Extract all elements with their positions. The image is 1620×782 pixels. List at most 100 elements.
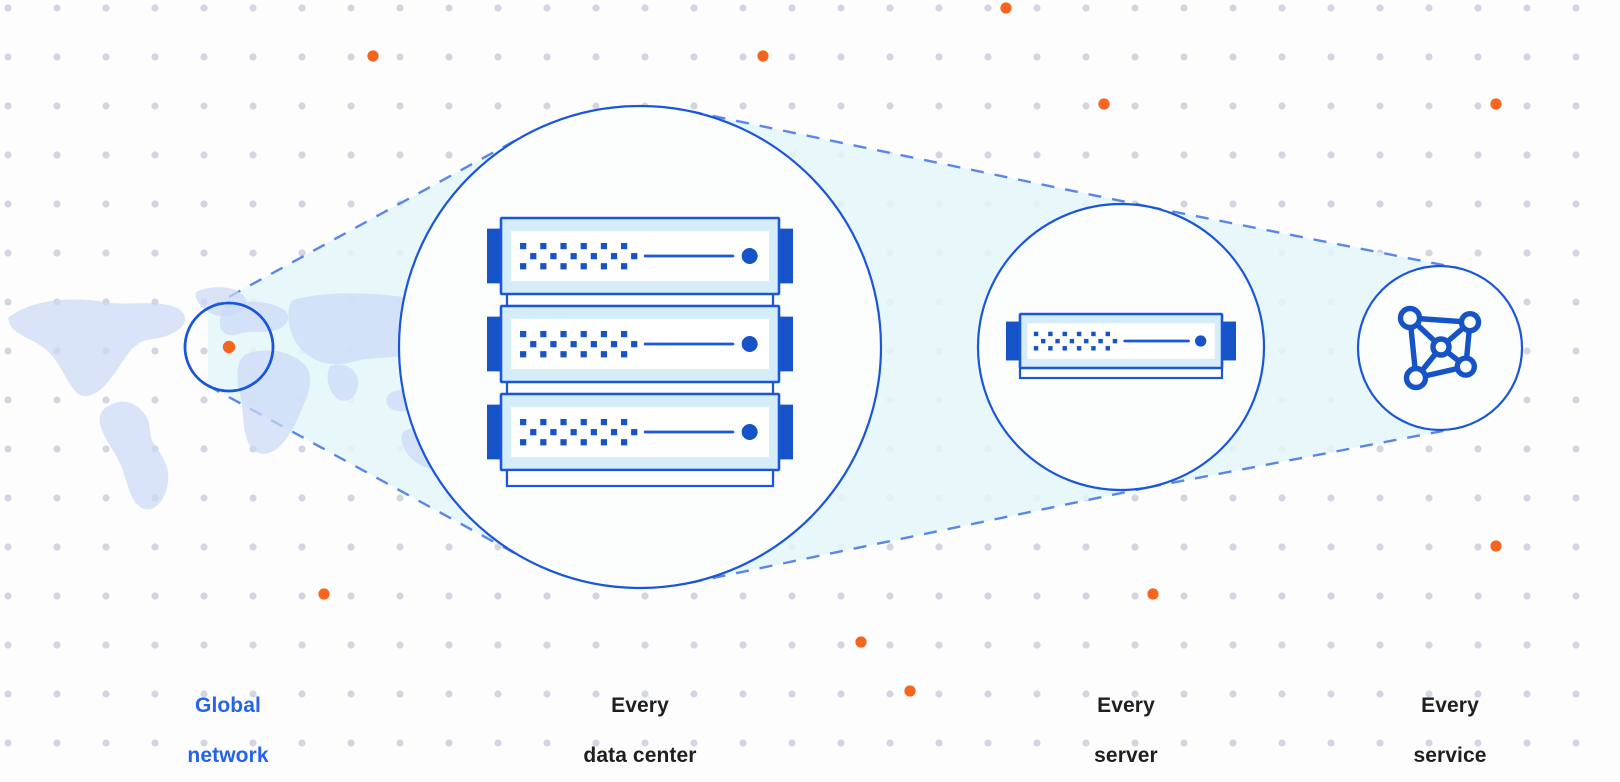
grid-dot xyxy=(1425,445,1433,453)
grid-dot xyxy=(1033,739,1041,747)
rack-unit-1-left-tab xyxy=(487,228,503,284)
grid-dot xyxy=(1082,690,1090,698)
single-server-status-dot xyxy=(1194,335,1207,347)
grid-dot xyxy=(1180,4,1188,12)
grid-dot xyxy=(1278,690,1286,698)
grid-dot xyxy=(494,543,502,551)
grid-dot xyxy=(837,641,845,649)
rack-unit-1-led xyxy=(520,242,527,250)
grid-dot xyxy=(1425,102,1433,110)
grid-dot xyxy=(1523,298,1531,306)
single-server-led xyxy=(1105,331,1110,337)
grid-dot xyxy=(1180,53,1188,61)
map-marker-dot xyxy=(222,340,236,354)
grid-dot xyxy=(1278,592,1286,600)
rack-unit-2-led xyxy=(620,351,628,358)
grid-dot xyxy=(1180,592,1188,600)
highlight-dot xyxy=(757,50,769,62)
grid-dot xyxy=(1327,543,1335,551)
grid-dot xyxy=(1180,690,1188,698)
single-server-led xyxy=(1084,338,1089,344)
grid-dot xyxy=(1376,53,1384,61)
rack-unit-2-left-tab xyxy=(487,316,503,372)
grid-dot xyxy=(1425,200,1433,208)
grid-dot xyxy=(249,249,257,257)
label-every-server-line1: Every xyxy=(1097,694,1155,717)
grid-dot xyxy=(837,4,845,12)
grid-dot xyxy=(1229,641,1237,649)
rack-unit-3-led xyxy=(631,429,638,436)
grid-dot xyxy=(4,396,12,404)
grid-dot xyxy=(739,641,747,649)
single-server-icon xyxy=(1006,312,1236,380)
grid-dot xyxy=(102,200,110,208)
grid-dot xyxy=(1082,641,1090,649)
grid-dot xyxy=(4,543,12,551)
grid-dot xyxy=(1229,543,1237,551)
grid-dot xyxy=(1376,641,1384,649)
grid-dot xyxy=(249,739,257,747)
grid-dot xyxy=(1523,102,1531,110)
grid-dot xyxy=(200,494,208,502)
grid-dot xyxy=(1572,53,1580,61)
rack-unit-3-led xyxy=(620,439,628,446)
grid-dot xyxy=(1425,4,1433,12)
single-server-led xyxy=(1105,346,1110,351)
grid-dot xyxy=(249,4,257,12)
grid-dot xyxy=(984,739,992,747)
grid-dot xyxy=(1082,543,1090,551)
rack-unit-1-led xyxy=(550,253,557,260)
grid-dot xyxy=(1474,200,1482,208)
grid-dot xyxy=(4,739,12,747)
grid-dot xyxy=(1474,249,1482,257)
rack-unit-2 xyxy=(487,304,793,384)
grid-dot xyxy=(935,641,943,649)
grid-dot xyxy=(690,739,698,747)
label-every-data-center-line2: data center xyxy=(583,744,697,767)
grid-dot xyxy=(298,4,306,12)
single-server-led xyxy=(1033,331,1039,337)
grid-dot xyxy=(1572,494,1580,502)
grid-dot xyxy=(1229,102,1237,110)
rack-unit-1-led xyxy=(600,263,608,270)
grid-dot xyxy=(298,690,306,698)
highlight-dot xyxy=(1000,2,1012,14)
grid-dot xyxy=(1376,690,1384,698)
label-every-server-line2: server xyxy=(1094,744,1158,767)
rack-unit-3-led xyxy=(580,439,587,446)
grid-dot xyxy=(1278,4,1286,12)
rack-unit-3-led xyxy=(600,418,608,426)
grid-dot xyxy=(935,4,943,12)
rack-unit-2-led xyxy=(610,341,618,348)
grid-dot xyxy=(53,53,61,61)
highlight-dot xyxy=(367,50,379,62)
grid-dot xyxy=(1131,543,1139,551)
single-server-led xyxy=(1048,331,1053,337)
grid-dot xyxy=(151,543,159,551)
grid-dot xyxy=(1229,4,1237,12)
grid-dot xyxy=(298,543,306,551)
grid-dot xyxy=(1474,4,1482,12)
grid-dot xyxy=(1572,200,1580,208)
grid-dot xyxy=(347,151,355,159)
rack-unit-1-led xyxy=(560,263,567,270)
grid-dot xyxy=(984,592,992,600)
grid-dot xyxy=(249,102,257,110)
grid-dot xyxy=(1474,543,1482,551)
grid-dot xyxy=(690,641,698,649)
grid-dot xyxy=(200,4,208,12)
grid-dot xyxy=(396,102,404,110)
grid-dot xyxy=(984,690,992,698)
grid-dot xyxy=(1523,396,1531,404)
grid-dot xyxy=(1572,347,1580,355)
grid-dot xyxy=(347,641,355,649)
grid-dot xyxy=(739,690,747,698)
grid-dot xyxy=(837,739,845,747)
grid-dot xyxy=(1425,592,1433,600)
grid-dot xyxy=(298,53,306,61)
rack-unit-3-led xyxy=(540,439,547,446)
rack-unit-2-led xyxy=(631,341,638,348)
grid-dot xyxy=(690,102,698,110)
grid-dot xyxy=(396,739,404,747)
grid-dot xyxy=(4,445,12,453)
